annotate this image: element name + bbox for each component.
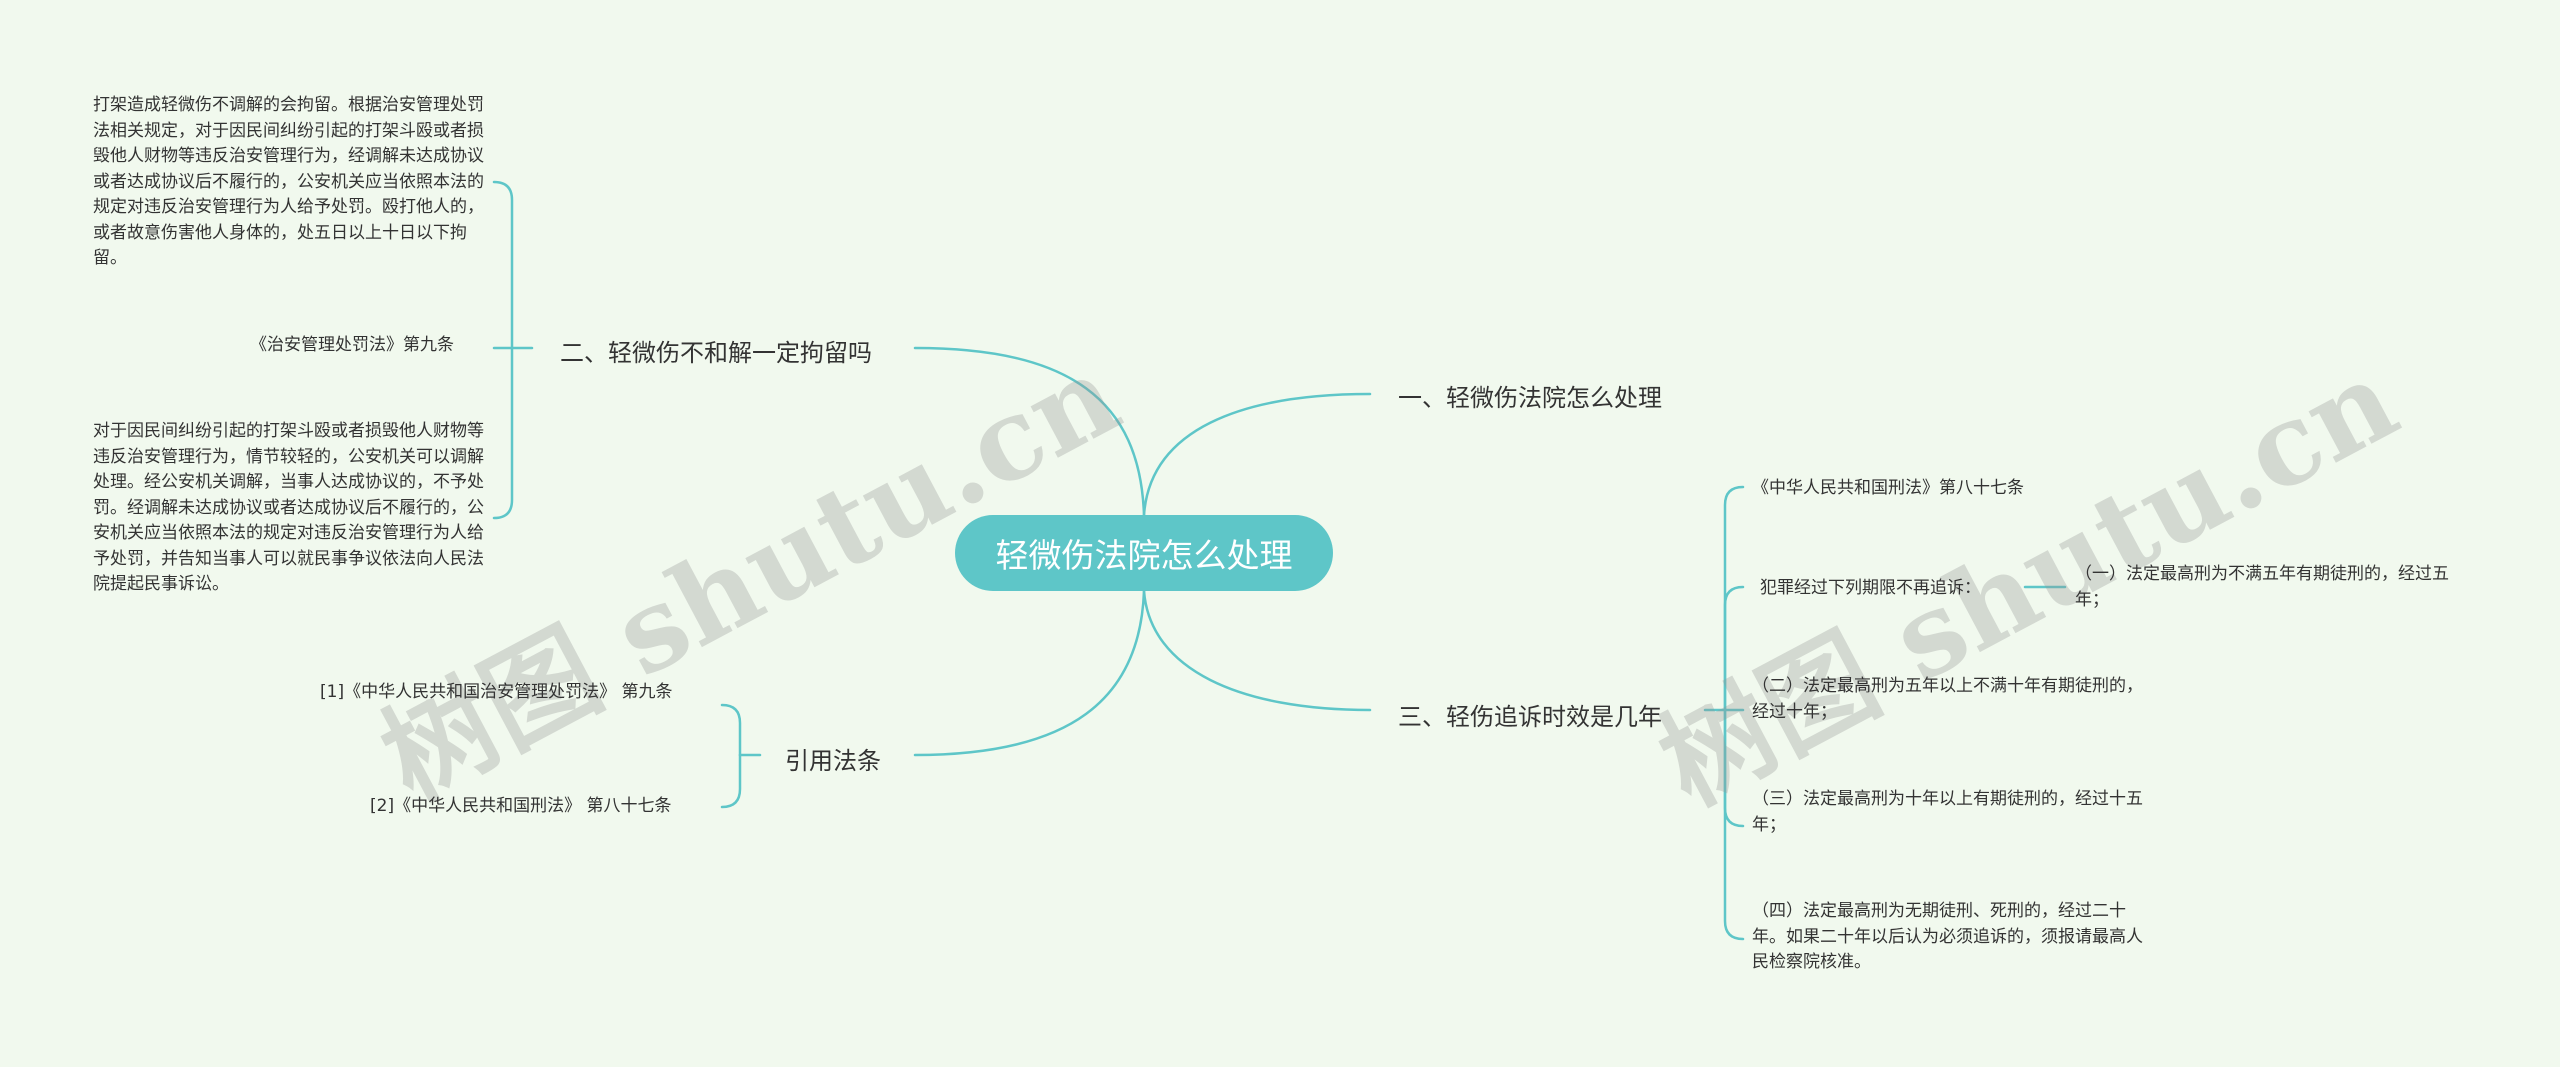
root-label: 轻微伤法院怎么处理 [995,536,1293,575]
branch-2-leaf-3[interactable]: 对于因民间纠纷引起的打架斗殴或者损毁他人财物等违反治安管理行为，情节较轻的，公安… [93,421,484,594]
branch-4-node[interactable]: 引用法条 [785,747,881,775]
branch-3-node[interactable]: 三、轻伤追诉时效是几年 [1398,703,1662,731]
branch-3-leaf-2[interactable]: 犯罪经过下列期限不再追诉： [1760,578,1981,598]
branch-3-leaf-4[interactable]: （三）法定最高刑为十年以上有期徒刑的，经过十五年； [1752,789,2143,835]
link-root-b4 [913,589,1146,757]
branch-4-leaf-1[interactable]: [1]《中华人民共和国治安管理处罚法》 第九条 [320,682,673,702]
branch-2-node[interactable]: 二、轻微伤不和解一定拘留吗 [560,339,872,367]
link-root-b2 [913,346,1146,517]
bracket-b3-4 [1723,708,1745,828]
link-root-b1 [1142,392,1372,517]
bracket-b4-top [720,703,742,757]
bracket-b4-bot [720,753,742,809]
branch-2-leaf-1[interactable]: 打架造成轻微伤不调解的会拘留。根据治安管理处罚法相关规定，对于因民间纠纷引起的打… [93,95,484,268]
branch-3-leaf-1[interactable]: 《中华人民共和国刑法》第八十七条 [1752,478,2024,498]
bracket-b3-5 [1723,708,1745,941]
branch-4-leaf-2[interactable]: [2]《中华人民共和国刑法》 第八十七条 [370,796,672,816]
branch-3-leaf-3[interactable]: （二）法定最高刑为五年以上不满十年有期徒刑的，经过十年； [1752,676,2143,722]
branch-1-node[interactable]: 一、轻微伤法院怎么处理 [1398,384,1662,412]
bracket-b3-top [1723,485,1745,712]
bracket-b2-top [492,180,514,350]
bracket-b2-bot [492,346,514,520]
link-root-b3 [1142,589,1372,712]
branch-3-leaf-5[interactable]: （四）法定最高刑为无期徒刑、死刑的，经过二十年。如果二十年以后认为必须追诉的，须… [1752,901,2143,972]
root-node[interactable]: 轻微伤法院怎么处理 [955,515,1333,591]
branch-3-sub-leaf[interactable]: （一）法定最高刑为不满五年有期徒刑的，经过五年； [2075,564,2449,610]
branch-2-leaf-2[interactable]: 《治安管理处罚法》第九条 [250,335,454,355]
bracket-b3-2 [1723,585,1745,712]
